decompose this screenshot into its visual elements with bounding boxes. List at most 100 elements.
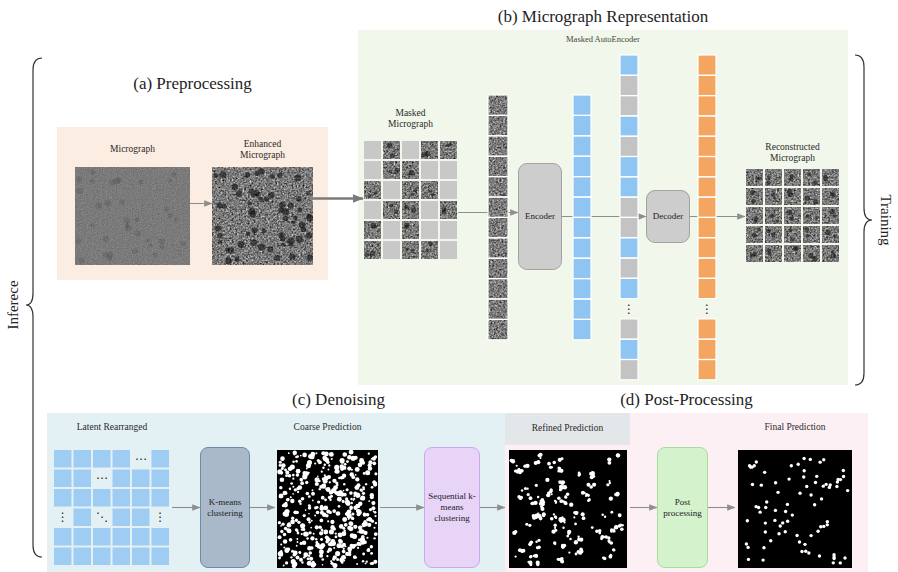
particle-mask (530, 502, 533, 505)
image-caption: Masked Micrograph (375, 108, 447, 130)
particle (406, 248, 409, 251)
token-cell (488, 197, 508, 217)
particle-mask (758, 510, 761, 513)
particle (776, 219, 779, 222)
particle-mask (550, 517, 554, 521)
latent-cell (93, 548, 111, 566)
particle-mask (320, 538, 323, 541)
particle-mask (510, 459, 514, 463)
particle (813, 199, 818, 204)
particle-mask (297, 491, 299, 493)
particle-mask (355, 474, 357, 476)
particle-mask (312, 489, 314, 491)
heading-holder: (b) Micrograph Representation (358, 7, 848, 27)
particle-mask (361, 489, 363, 491)
patch (364, 181, 381, 199)
particle-mask (610, 528, 613, 531)
particle-mask (351, 517, 354, 520)
particle-mask (292, 486, 294, 488)
particle-mask (551, 529, 555, 533)
particle-mask (374, 455, 377, 458)
particle-mask (279, 495, 282, 498)
heading-holder: (a) Preprocessing (57, 74, 328, 94)
particle (306, 215, 313, 222)
particle-mask (291, 551, 293, 553)
particle-mask (577, 550, 579, 552)
mask-background (277, 450, 378, 568)
particle (771, 193, 775, 197)
particle-mask (846, 489, 849, 492)
particle-mask (303, 514, 306, 517)
particle-mask (348, 526, 353, 531)
particle-mask (747, 558, 750, 561)
particle-mask (616, 454, 620, 458)
token-cell (488, 319, 508, 339)
particle-mask (526, 487, 528, 489)
patch-strip (488, 95, 508, 340)
particle-mask (334, 491, 338, 495)
particle-mask (288, 474, 292, 478)
image-caption: Refined Prediction (508, 423, 628, 434)
token-cell (488, 279, 508, 299)
particle-mask (293, 510, 297, 514)
particle-mask (563, 501, 567, 505)
process-box: Decoder (646, 190, 690, 243)
particle-mask (577, 536, 579, 538)
token-cell (573, 136, 591, 156)
particle-mask (791, 513, 794, 516)
particle (831, 193, 835, 197)
particle-mask (309, 505, 311, 507)
particle-mask (798, 492, 801, 495)
particle-mask (843, 556, 846, 559)
particle (442, 206, 447, 211)
particle (278, 232, 284, 238)
stage-heading: (a) Preprocessing (57, 74, 328, 94)
particle-mask (319, 554, 323, 558)
particle (771, 232, 776, 237)
particle-mask (292, 474, 295, 477)
particle-mask (786, 519, 789, 522)
token-cell (620, 238, 638, 258)
particle-mask (579, 538, 583, 542)
token-cell (698, 96, 716, 116)
particle (824, 174, 827, 177)
label-holder: ⋮ (57, 511, 69, 523)
particle-mask (295, 456, 297, 458)
patch (402, 161, 419, 179)
particle (757, 228, 761, 232)
particle-mask (559, 499, 563, 503)
patch (765, 169, 782, 186)
token-outline (488, 238, 508, 258)
particle (413, 188, 417, 192)
image-panel: Refined Prediction (505, 413, 630, 570)
particle (307, 254, 313, 261)
particle-mask (335, 466, 339, 470)
particle-mask (529, 496, 533, 500)
particle-mask (301, 528, 304, 531)
particle-mask (305, 509, 307, 511)
patch (822, 169, 839, 186)
token-cell (620, 136, 638, 156)
token-cell (698, 360, 716, 380)
token-cell (698, 75, 716, 95)
process-box: Sequential k-means clustering (424, 447, 480, 568)
particle-mask (528, 561, 532, 565)
particle-mask (824, 483, 827, 486)
particle-mask (373, 527, 375, 529)
particle-mask (335, 536, 338, 539)
particle-mask (346, 501, 351, 506)
particle-mask (347, 466, 351, 470)
latent-cell (132, 528, 150, 546)
particle-mask (797, 463, 800, 466)
particle-mask (327, 520, 329, 522)
particle-mask (355, 557, 357, 559)
particle-mask (610, 530, 613, 533)
particle-mask (836, 480, 839, 483)
particle-mask (342, 550, 346, 554)
particle-mask (351, 517, 354, 520)
particle-mask (839, 478, 842, 481)
particle-mask (553, 513, 555, 515)
particle (428, 242, 433, 247)
token-outline (573, 95, 591, 115)
particle (387, 143, 393, 149)
